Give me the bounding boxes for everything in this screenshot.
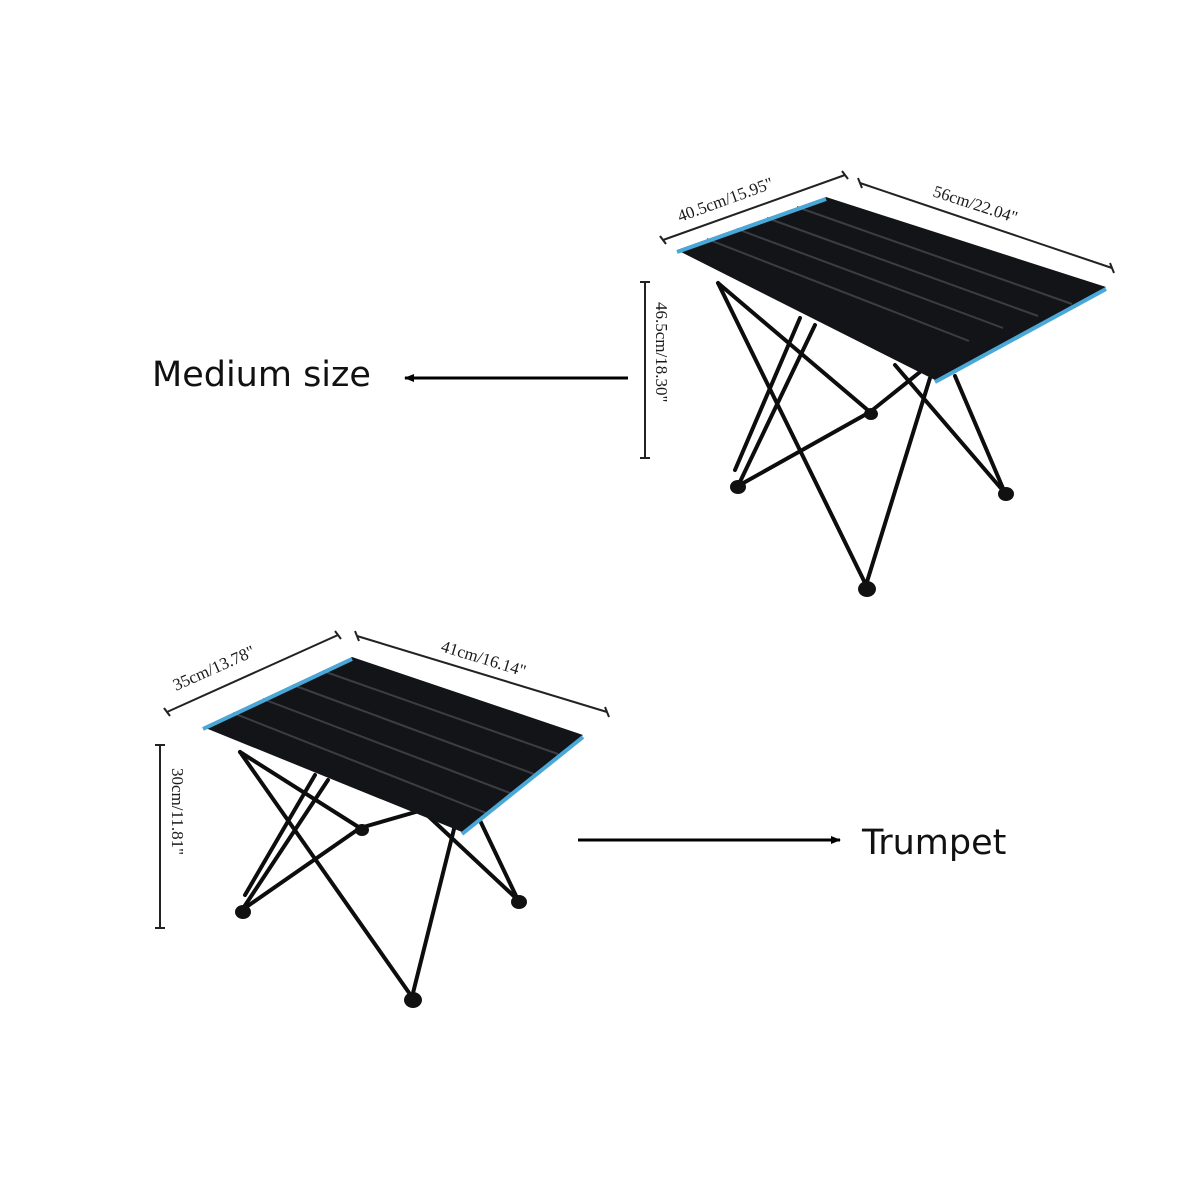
medium-tabletop <box>677 197 1106 380</box>
medium-length-dimension: 56cm/22.04" <box>931 182 1020 227</box>
medium-table-legs <box>716 281 1007 587</box>
medium-size-label: Medium size <box>152 355 371 395</box>
small-dimension-lines <box>155 630 610 929</box>
medium-table <box>676 197 1107 597</box>
medium-tabletop-edge-left <box>676 197 827 254</box>
medium-table-feet <box>730 408 1014 597</box>
medium-height-dimension: 46.5cm/18.30" <box>652 302 671 402</box>
trumpet-label: Trumpet <box>862 823 1007 863</box>
small-height-dimension: 30cm/11.81" <box>168 768 187 855</box>
medium-tabletop-edge-right <box>934 287 1107 384</box>
small-width-dimension: 35cm/13.78" <box>170 642 258 695</box>
medium-dimension-lines <box>640 170 1115 459</box>
small-table <box>202 657 585 1008</box>
small-table-legs <box>238 750 520 999</box>
medium-tabletop-slats <box>706 206 1073 342</box>
small-tabletop <box>203 657 583 832</box>
small-tabletop-slats <box>232 670 559 814</box>
small-table-feet <box>235 824 527 1008</box>
small-tabletop-edge-left <box>202 657 353 731</box>
small-tabletop-edge-right <box>460 735 585 836</box>
